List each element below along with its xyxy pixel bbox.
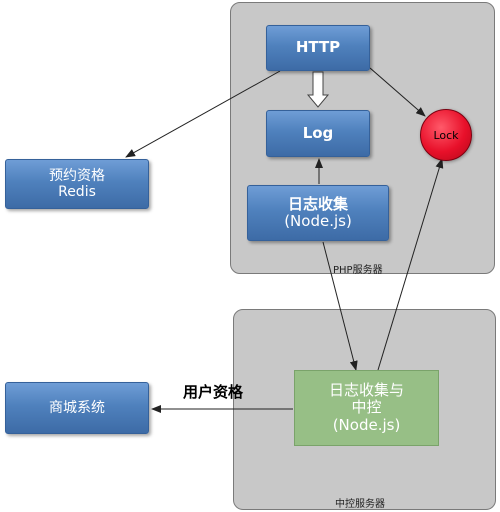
log-node-label: Log	[302, 123, 334, 142]
control-node: 日志收集与 中控 (Node.js)	[294, 370, 439, 446]
arrow-collector-to-control	[322, 241, 358, 371]
http-node-label: HTTP	[295, 38, 341, 57]
redis-node-line2: Redis	[58, 184, 96, 200]
collector-node: 日志收集 (Node.js)	[247, 185, 389, 241]
arrow-control-to-lock	[377, 158, 444, 371]
log-node: Log	[266, 110, 370, 157]
redis-node-line1: 预约资格	[49, 167, 105, 184]
control-node-line1: 日志收集与	[328, 381, 404, 400]
php-server-label: PHP服务器	[333, 265, 383, 276]
control-node-line3: (Node.js)	[332, 415, 401, 434]
arrow-http-to-redis	[125, 70, 281, 158]
lock-node-label: Lock	[433, 128, 459, 142]
lock-node: Lock	[420, 109, 472, 161]
mall-node-label: 商城系统	[49, 399, 105, 416]
control-node-line2: 中控	[351, 398, 382, 417]
collector-node-line2: (Node.js)	[284, 212, 352, 230]
collector-node-line1: 日志收集	[287, 194, 348, 213]
http-node: HTTP	[266, 25, 370, 71]
arrow-http-to-lock	[369, 67, 426, 117]
arrow-http-to-log	[306, 71, 330, 108]
control-server-label: 中控服务器	[335, 499, 385, 510]
mall-node: 商城系统	[5, 382, 149, 434]
user-qualification-label: 用户资格	[183, 383, 244, 401]
redis-node: 预约资格 Redis	[5, 159, 149, 209]
